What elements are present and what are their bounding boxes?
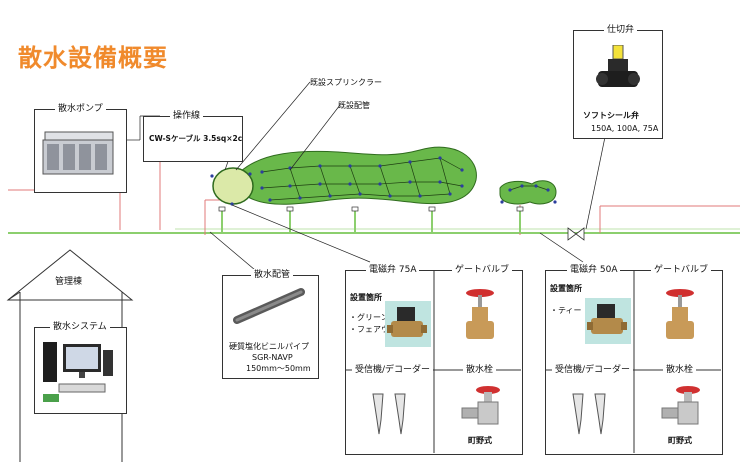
group75-hydrant-icon bbox=[461, 386, 500, 425]
sprinkler-label: 既設スプリンクラー bbox=[310, 78, 382, 87]
group50-solenoid-valve-icon bbox=[585, 298, 631, 344]
group75-location-title: 設置箇所 bbox=[350, 293, 382, 302]
pump-panel bbox=[34, 109, 127, 193]
group50-decoder-icon bbox=[572, 393, 606, 435]
group50-receiver-label: 受信機/デコーダー bbox=[552, 364, 634, 376]
group75-hydrant-label: 散水栓 bbox=[463, 364, 497, 376]
page-title: 散水設備概要 bbox=[18, 44, 168, 72]
group75-location-2: ・フェアウエイ bbox=[349, 325, 405, 334]
cutoff-valve-label: 仕切弁 bbox=[604, 24, 638, 36]
group75-location-1: ・グリーン bbox=[349, 313, 389, 322]
piping-spec: SGR-NAVP bbox=[252, 353, 293, 362]
group50-gate-valve-icon bbox=[666, 289, 694, 339]
existing-pipe-label: 既設配管 bbox=[338, 101, 370, 110]
group50-solenoid-label: 電磁弁 50A bbox=[567, 264, 621, 276]
cable-label: 操作線 bbox=[170, 110, 204, 122]
cable-callout bbox=[143, 116, 243, 162]
piping-label: 散水配管 bbox=[251, 269, 294, 281]
building-label: 管理棟 bbox=[52, 276, 86, 288]
group50-hydrant-icon bbox=[661, 386, 700, 425]
system-label: 散水システム bbox=[50, 321, 110, 333]
group50-location-title: 設置箇所 bbox=[550, 284, 582, 293]
pvc-pipe-icon bbox=[233, 288, 305, 324]
piping-panel bbox=[222, 275, 319, 379]
cable-spec: CW-Sケーブル 3.5sq×2c bbox=[149, 134, 243, 143]
cutoff-valve-sizes: 150A, 100A, 75A bbox=[591, 124, 659, 133]
group75-solenoid-valve-icon bbox=[385, 301, 431, 347]
group75-solenoid-label: 電磁弁 75A bbox=[366, 264, 420, 276]
group50-gate-label: ゲートバルブ bbox=[651, 264, 712, 276]
group50-hydrant-type: 町野式 bbox=[668, 436, 692, 445]
computer-system-icon bbox=[43, 342, 113, 402]
pump-label: 散水ポンプ bbox=[55, 103, 106, 115]
pump-equipment-icon bbox=[42, 131, 114, 175]
soft-seal-valve-icon bbox=[596, 45, 640, 87]
group75-hydrant-type: 町野式 bbox=[468, 436, 492, 445]
piping-name: 硬質塩化ビニルパイプ bbox=[229, 342, 309, 351]
cutoff-valve-name: ソフトシール弁 bbox=[583, 111, 639, 120]
group75-gate-valve-icon bbox=[466, 289, 494, 339]
system-panel bbox=[34, 327, 127, 414]
group75-gate-label: ゲートバルブ bbox=[452, 264, 513, 276]
group75-decoder-icon bbox=[372, 393, 406, 435]
group50-location-1: ・ティー bbox=[550, 306, 582, 315]
group50-hydrant-label: 散水栓 bbox=[663, 364, 697, 376]
group75-receiver-label: 受信機/デコーダー bbox=[352, 364, 434, 376]
piping-size: 150mm～50mm bbox=[246, 364, 311, 373]
